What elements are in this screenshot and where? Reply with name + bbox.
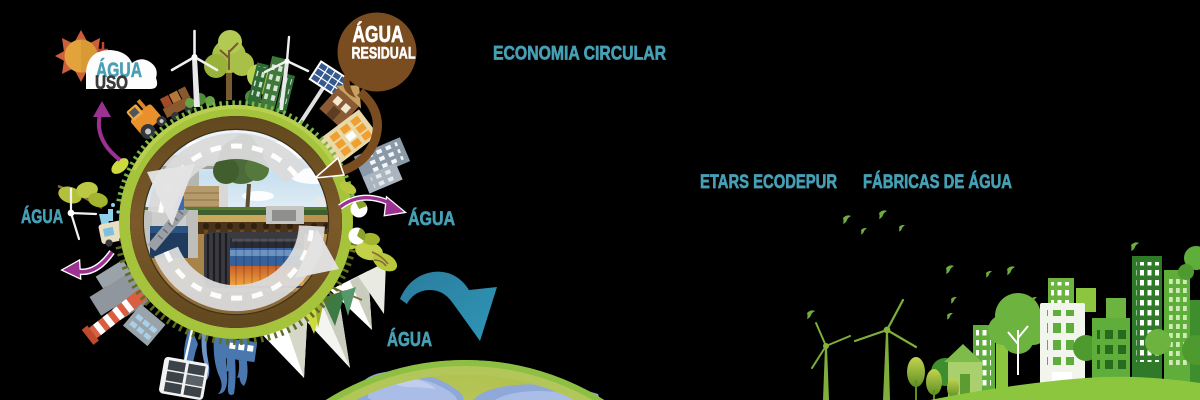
svg-text:ÁGUA: ÁGUA bbox=[21, 205, 63, 228]
svg-text:ÁGUA: ÁGUA bbox=[387, 328, 432, 351]
svg-text:ÁGUA: ÁGUA bbox=[408, 207, 455, 230]
svg-text:ECONOMIA CIRCULAR: ECONOMIA CIRCULAR bbox=[493, 43, 666, 65]
svg-text:RESIDUAL: RESIDUAL bbox=[352, 45, 416, 63]
svg-text:ETARS ECODEPUR: ETARS ECODEPUR bbox=[700, 171, 837, 193]
svg-text:USO: USO bbox=[95, 73, 128, 94]
svg-text:FÁBRICAS DE ÁGUA: FÁBRICAS DE ÁGUA bbox=[863, 170, 1012, 193]
svg-text:ÁGUA: ÁGUA bbox=[353, 20, 404, 47]
svg-text:ÁGUA: ÁGUA bbox=[96, 59, 142, 82]
